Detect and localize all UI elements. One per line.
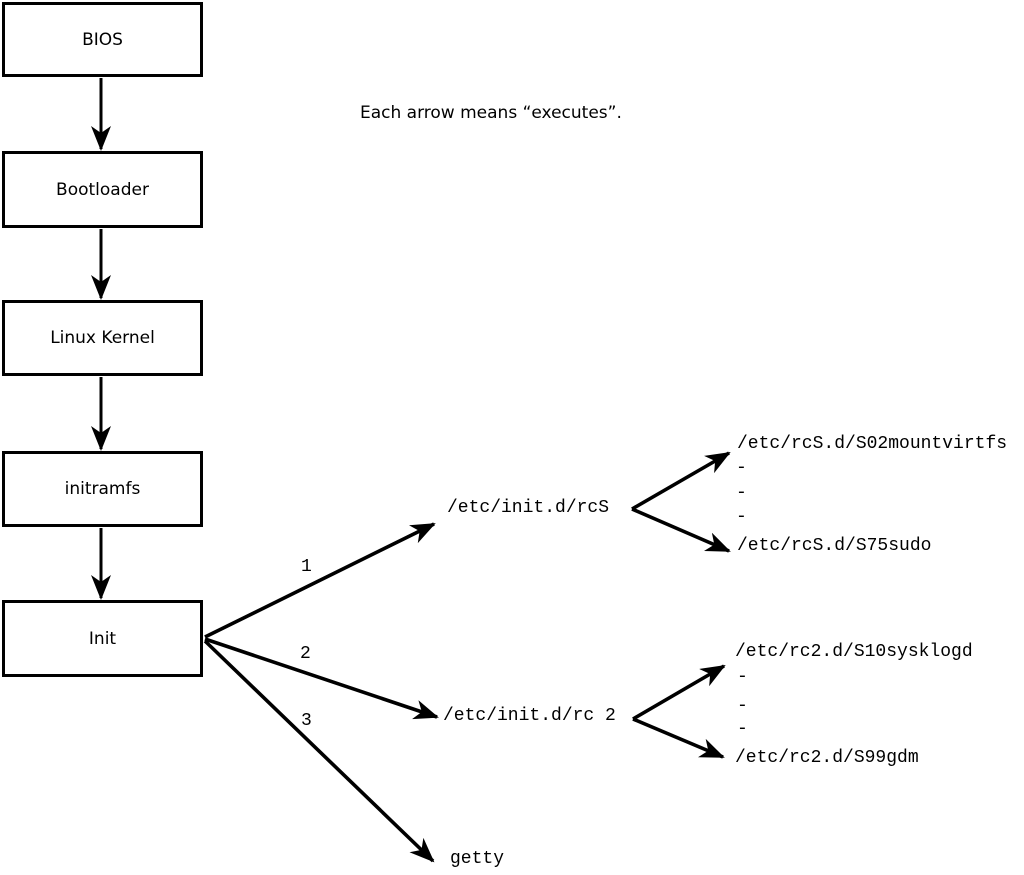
arrow-init-to-getty (203, 639, 435, 863)
node-bootloader-label: Bootloader (56, 179, 149, 200)
arrow-rc2-to-s10sysklogd (632, 664, 726, 721)
ellipsis-dash: - (736, 458, 747, 478)
node-init-label: Init (88, 628, 117, 649)
target-rc2: /etc/init.d/rc 2 (443, 706, 616, 726)
node-bios: BIOS (2, 2, 203, 77)
node-bootloader: Bootloader (2, 151, 203, 228)
node-bios-label: BIOS (82, 29, 123, 50)
node-linux-kernel: Linux Kernel (2, 300, 203, 376)
ellipsis-dash: - (737, 719, 748, 739)
script-s02mountvirtfs: /etc/rcS.d/S02mountvirtfs (737, 434, 1008, 454)
script-s99gdm: /etc/rc2.d/S99gdm (735, 748, 919, 768)
arrow-rc2-to-s99gdm (632, 717, 725, 759)
arrow-init-to-rcs (204, 522, 436, 639)
ellipsis-dash: - (737, 667, 748, 687)
node-initramfs: initramfs (2, 451, 203, 527)
arrow-label-3: 3 (301, 711, 312, 731)
ellipsis-dash: - (736, 507, 747, 527)
ellipsis-dash: - (736, 483, 747, 503)
node-init: Init (2, 600, 203, 677)
node-initramfs-label: initramfs (64, 479, 141, 499)
target-getty: getty (450, 849, 505, 869)
script-s10sysklogd: /etc/rc2.d/S10sysklogd (735, 642, 973, 662)
legend-note: Each arrow means “executes”. (360, 103, 622, 123)
arrow-label-1: 1 (301, 557, 312, 577)
ellipsis-dash: - (737, 696, 748, 716)
arrow-init-to-rc2 (204, 637, 439, 720)
script-s75sudo: /etc/rcS.d/S75sudo (737, 536, 932, 556)
arrow-rcs-to-s02mountvirtfs (631, 451, 731, 511)
arrow-rcs-to-s75sudo (631, 507, 731, 553)
arrow-label-2: 2 (300, 644, 311, 664)
node-linux-kernel-label: Linux Kernel (50, 328, 155, 348)
target-rcs: /etc/init.d/rcS (447, 498, 610, 518)
